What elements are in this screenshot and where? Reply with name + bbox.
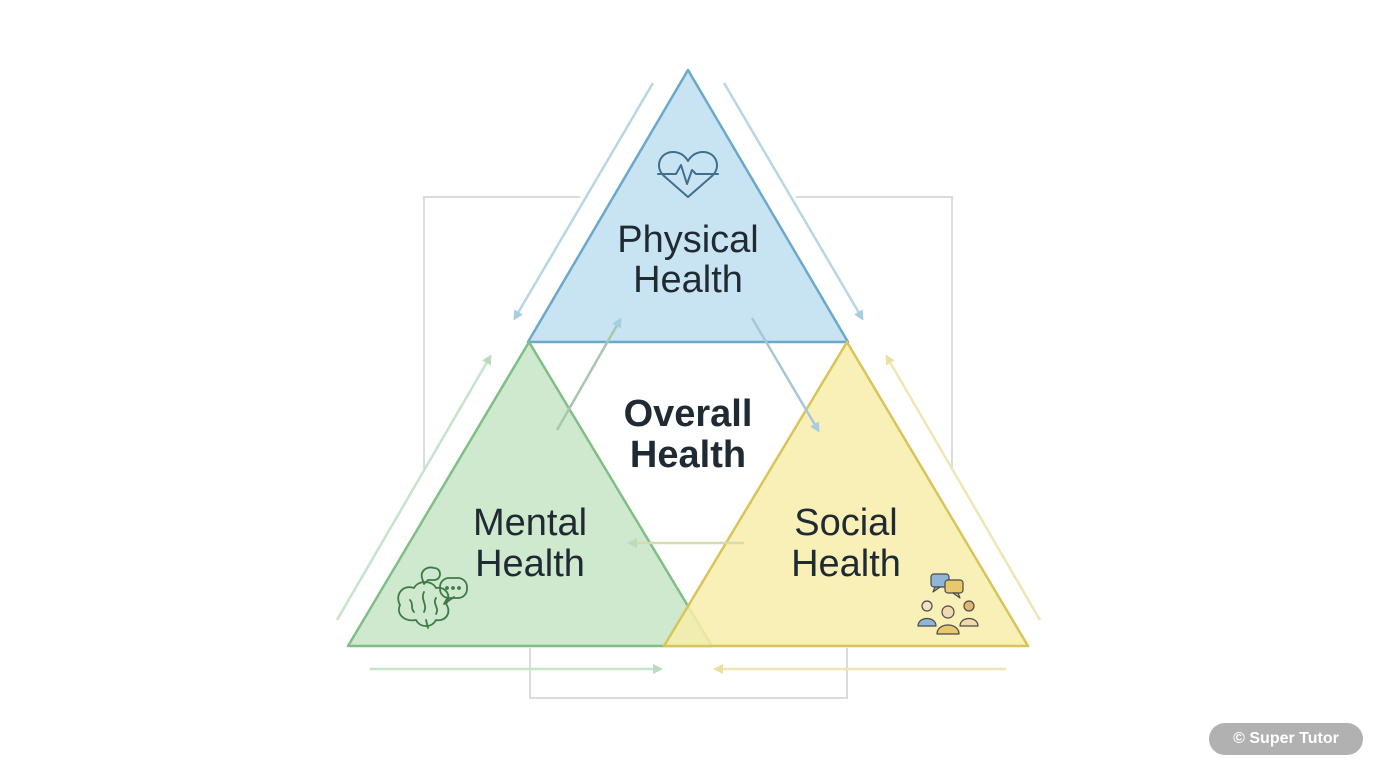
mental-health-label-line2: Health: [475, 543, 585, 585]
physical-health-label-line2: Health: [633, 259, 743, 301]
social-health-triangle: [662, 340, 1030, 648]
physical-health-label-line1: Physical: [617, 219, 759, 261]
arrow-mental-to-physical: [555, 317, 622, 431]
overall-health-label-line1: Overall: [624, 393, 753, 435]
outer-flow-arrows: [335, 82, 1042, 674]
arrow-mental-up: [335, 354, 492, 621]
background-frame: [423, 196, 953, 699]
arrow-physical-to-social: [722, 82, 864, 321]
watermark-badge: © Super Tutor: [1209, 723, 1363, 755]
people-chat-icon: [917, 573, 979, 635]
arrow-physical-to-mental: [513, 82, 655, 321]
arrow-social-up: [885, 354, 1042, 621]
overall-health-label-line2: Health: [630, 434, 746, 476]
mental-health-label-line1: Mental: [473, 502, 587, 544]
mental-health-triangle: [346, 340, 714, 648]
arrow-physical-to-social-inner: [750, 317, 820, 433]
brain-speech-icon: [397, 566, 468, 629]
inner-flow-arrows: [555, 317, 820, 548]
social-health-label-line1: Social: [794, 502, 898, 544]
social-health-label-line2: Health: [791, 543, 901, 585]
heart-pulse-icon: [657, 151, 719, 198]
physical-health-triangle: [526, 68, 850, 344]
